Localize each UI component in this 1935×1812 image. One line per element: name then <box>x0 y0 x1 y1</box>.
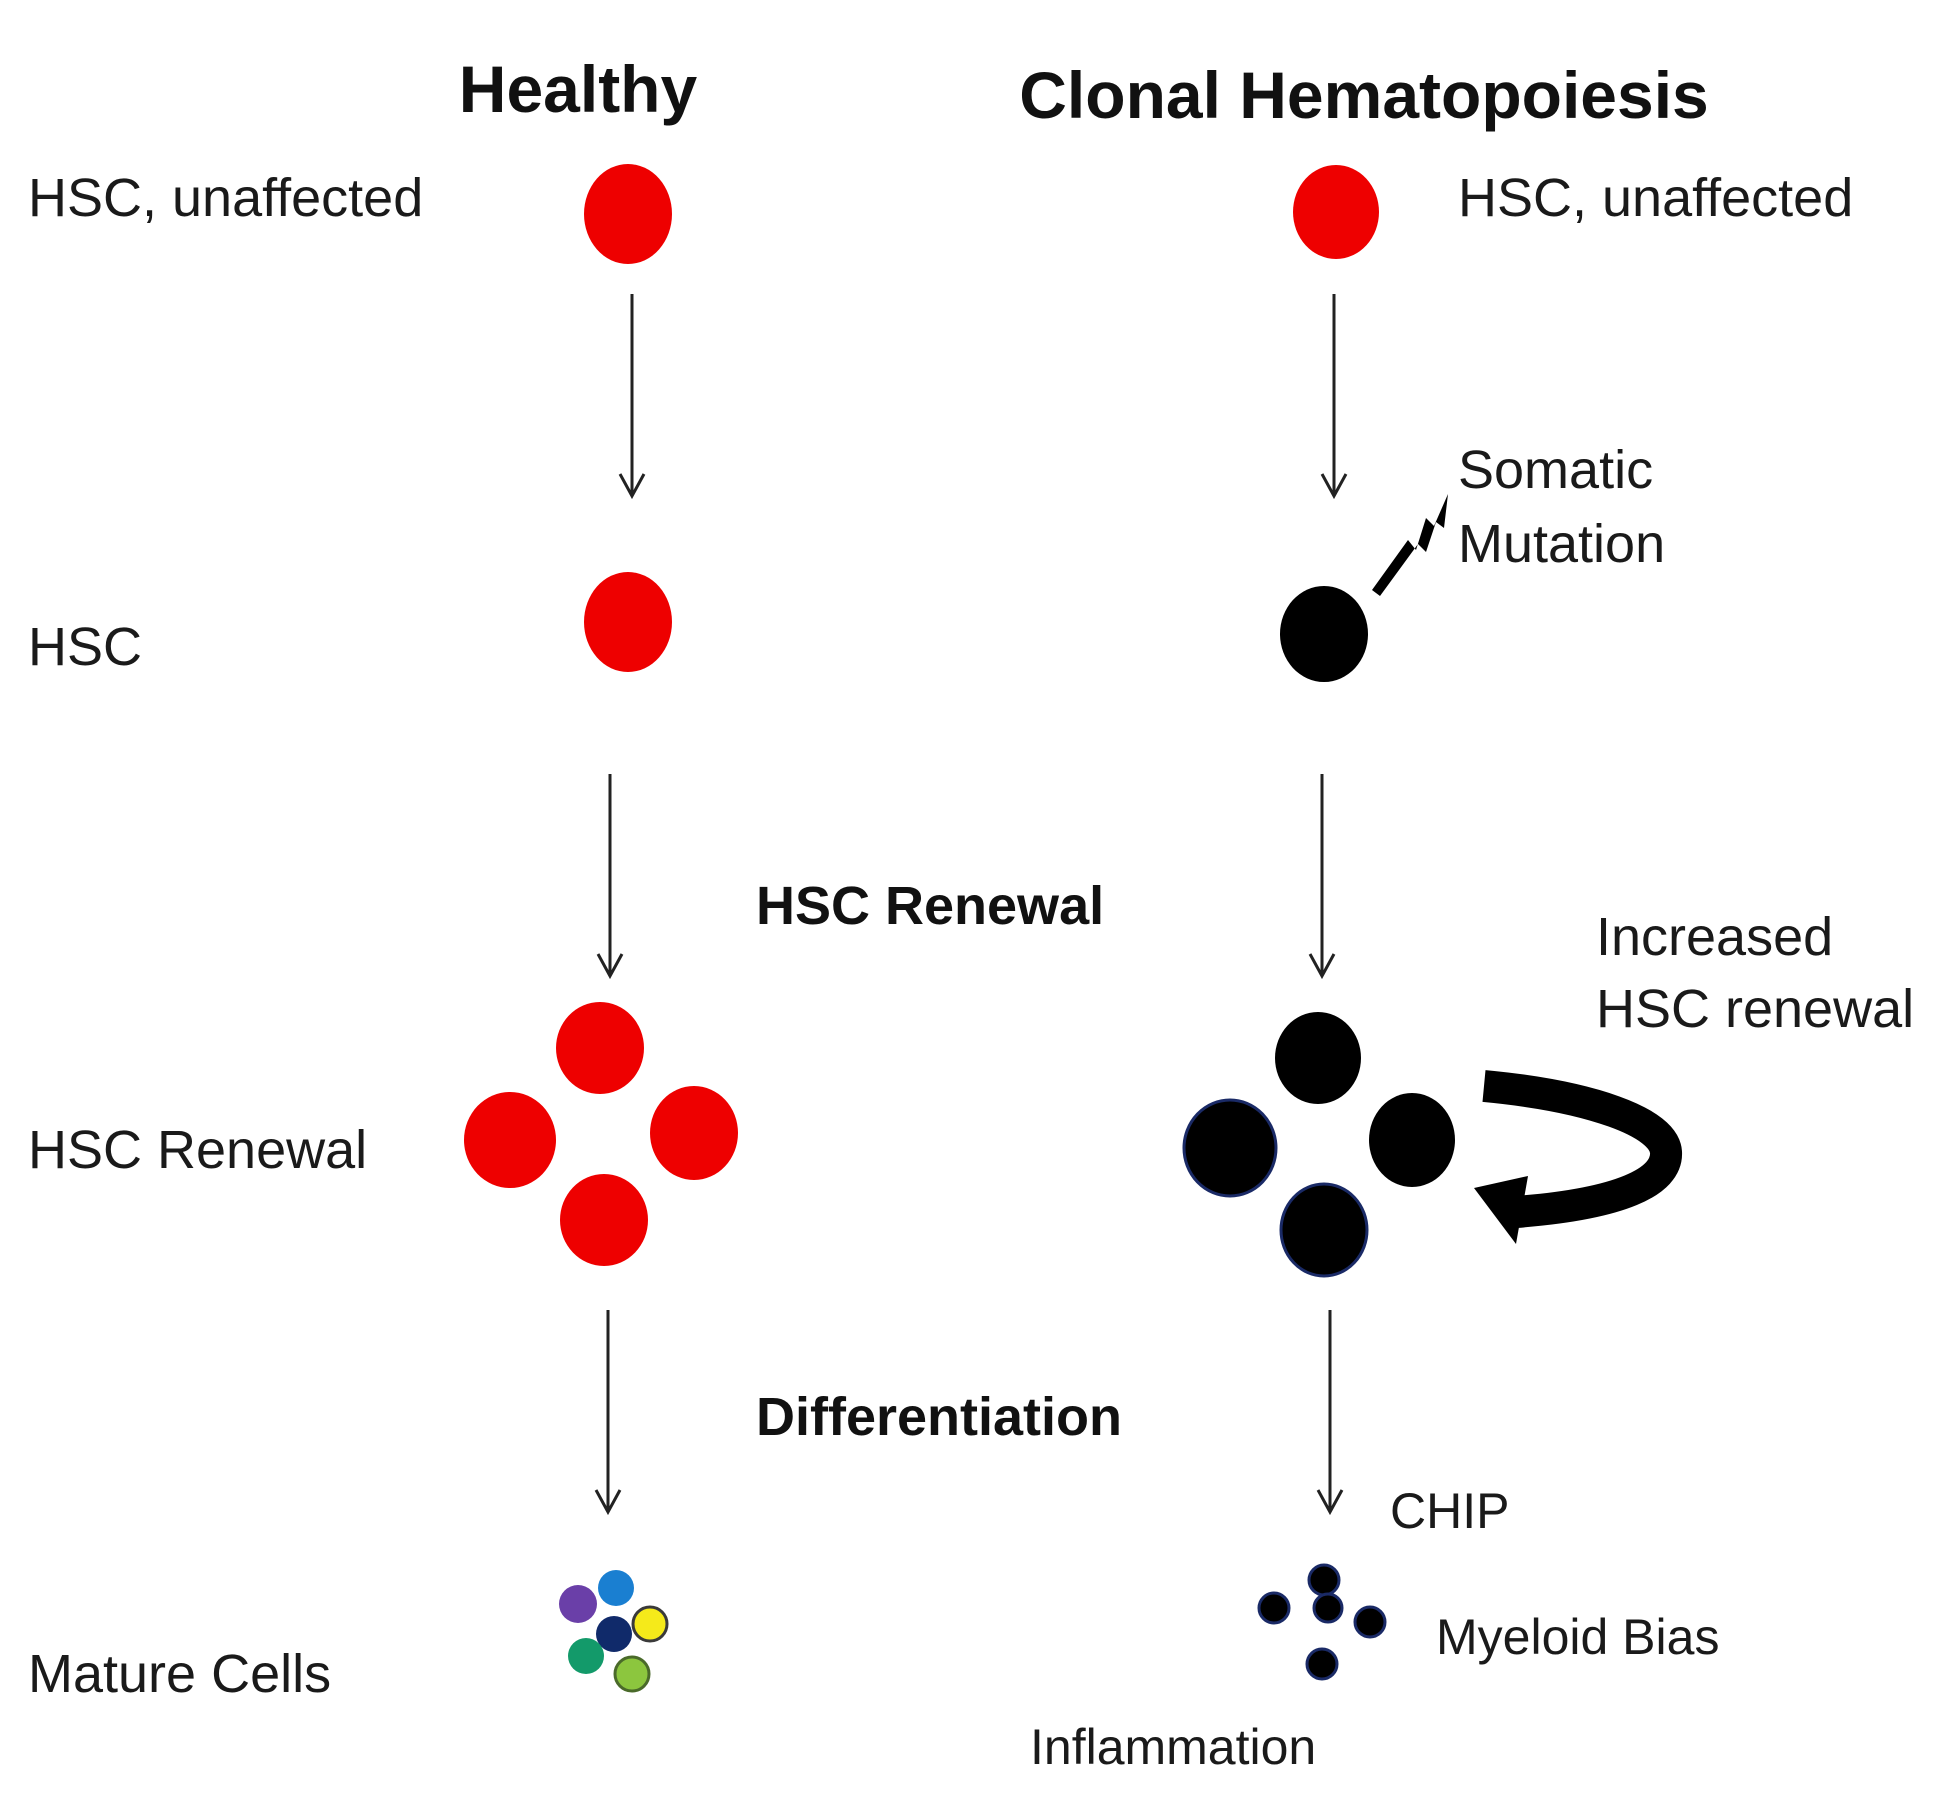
healthy-hsc-renewal-label: HSC Renewal <box>28 1120 367 1180</box>
increased-renewal-curved-arrow-icon <box>1474 1070 1682 1244</box>
mutant-renewal-cell <box>1279 1182 1369 1278</box>
myeloid-cells-cluster <box>1257 1563 1387 1681</box>
increased-renewal-label-line2: HSC renewal <box>1596 979 1914 1039</box>
mature-cell-lightgreen <box>613 1655 651 1693</box>
mature-cell-purple <box>559 1585 597 1623</box>
healthy-arrow-1 <box>618 294 646 500</box>
healthy-mature-cells-label: Mature Cells <box>28 1644 331 1704</box>
mutant-renewal-cell <box>1369 1093 1455 1187</box>
clonal-hsc-unaffected-cell <box>1293 165 1379 259</box>
myeloid-cell <box>1353 1605 1387 1639</box>
clonal-hsc-unaffected-label: HSC, unaffected <box>1458 168 1853 228</box>
healthy-hsc-label: HSC <box>28 617 142 677</box>
hsc-renewal-stage-label: HSC Renewal <box>756 876 1104 936</box>
clonal-arrow-2 <box>1308 774 1336 980</box>
inflammation-label: Inflammation <box>1030 1719 1316 1775</box>
healthy-renewal-cell <box>560 1174 648 1266</box>
mature-cell-yellow <box>631 1605 669 1643</box>
mutant-renewal-cell <box>1182 1098 1278 1198</box>
mutant-renewal-cell <box>1275 1012 1361 1104</box>
healthy-arrow-3 <box>594 1310 622 1516</box>
myeloid-bias-label: Myeloid Bias <box>1436 1609 1719 1665</box>
healthy-renewal-cell <box>556 1002 644 1094</box>
somatic-mutation-label-line2: Mutation <box>1458 514 1665 574</box>
clonal-arrow-1 <box>1320 294 1348 500</box>
healthy-renewal-cell <box>464 1092 556 1188</box>
somatic-mutation-label-line1: Somatic <box>1458 440 1653 500</box>
differentiation-stage-label: Differentiation <box>756 1387 1122 1447</box>
increased-renewal-label-line1: Increased <box>1596 907 1833 967</box>
healthy-hsc-cell <box>584 572 672 672</box>
mature-cell-green <box>568 1638 604 1674</box>
clonal-arrow-3 <box>1316 1310 1344 1516</box>
healthy-renewal-cell <box>650 1086 738 1180</box>
chip-label: CHIP <box>1390 1483 1509 1539</box>
lightning-bolt-icon <box>1372 494 1448 596</box>
mutant-renewal-cell-cluster <box>1182 1012 1455 1278</box>
myeloid-cell <box>1257 1591 1291 1625</box>
myeloid-cell <box>1307 1563 1341 1597</box>
myeloid-cell <box>1312 1592 1344 1624</box>
mature-cell-blue <box>598 1570 634 1606</box>
healthy-renewal-cell-cluster <box>464 1002 738 1266</box>
healthy-hsc-unaffected-label: HSC, unaffected <box>28 168 423 228</box>
myeloid-cell <box>1305 1647 1339 1681</box>
healthy-hsc-unaffected-cell <box>584 164 672 264</box>
mature-cell-navy <box>596 1616 632 1652</box>
healthy-arrow-2 <box>596 774 624 980</box>
clonal-hematopoiesis-title: Clonal Hematopoiesis <box>1019 58 1709 132</box>
mutant-hsc-cell <box>1280 586 1368 682</box>
mature-cells-cluster <box>559 1570 669 1693</box>
healthy-title: Healthy <box>459 52 698 126</box>
